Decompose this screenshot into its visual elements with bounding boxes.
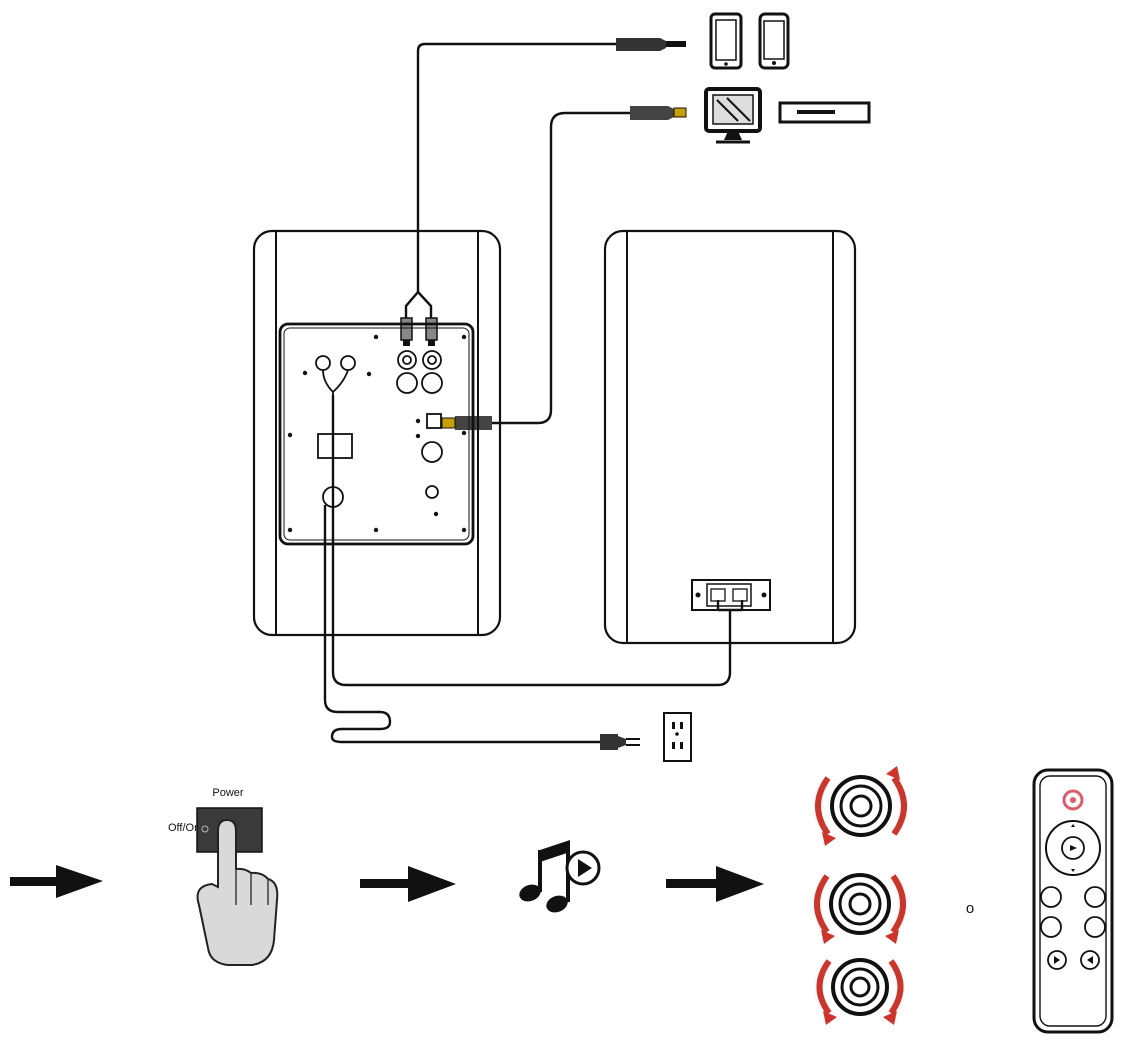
finger-press-icon [196, 818, 279, 966]
rca-plug-right [425, 317, 438, 346]
optical-plug-panel [441, 416, 492, 430]
power-label: Power [212, 787, 244, 799]
rear-panel [278, 322, 475, 546]
alternative-label: o [966, 900, 974, 917]
speaker-terminal [691, 579, 771, 611]
power-cord [323, 505, 600, 744]
tv-box-icon [778, 101, 871, 124]
right-arrow-icon [10, 865, 103, 898]
volume-knob-icon [816, 958, 904, 1025]
monitor-icon [704, 87, 762, 144]
right-arrow-icon [360, 866, 456, 902]
volume-knob-icon [814, 873, 906, 944]
passive-speaker-rear [603, 229, 857, 645]
power-outlet-icon [663, 712, 692, 762]
rca-plug [616, 38, 686, 51]
optical-cable [492, 111, 632, 425]
remote-control-icon [1032, 768, 1114, 1034]
volume-knob-icon [815, 766, 907, 846]
right-arrow-icon [666, 866, 764, 902]
power-switch: Power Off/On [168, 787, 263, 853]
rca-plug-left [400, 317, 413, 346]
active-speaker-rear [252, 229, 502, 637]
smartphone-icon [758, 12, 790, 70]
music-play-icon [519, 840, 601, 913]
rca-cable [404, 42, 618, 322]
optical-plug-top [630, 106, 687, 120]
off-on-label: Off/On [168, 822, 200, 834]
tablet-icon [709, 12, 743, 70]
power-plug-icon [600, 734, 640, 750]
